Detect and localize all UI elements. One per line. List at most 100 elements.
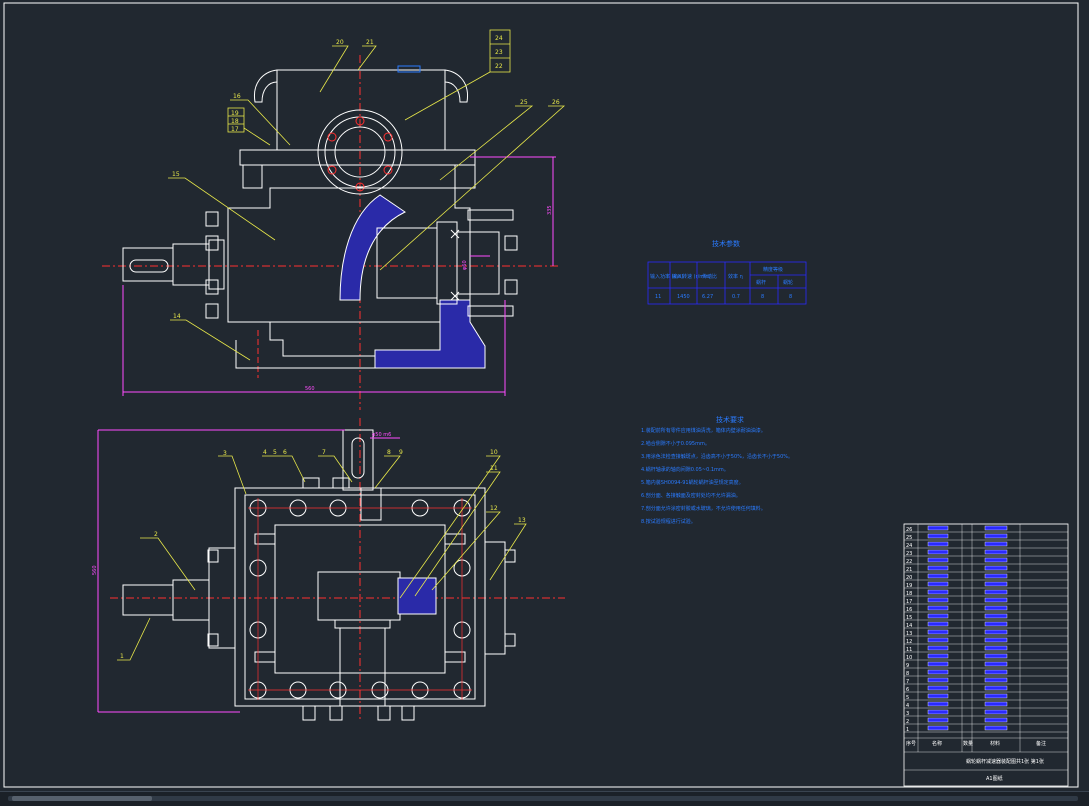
top-view-labels: 20 21 24 23 22 16 19 18 17 15 25 26 14 5… <box>172 35 560 392</box>
side-bolt <box>207 549 219 563</box>
flange-foot-left <box>242 165 263 189</box>
parts-row-number: 5 <box>906 695 909 701</box>
leader-3 <box>218 455 247 495</box>
parts-header-name: 名称 <box>932 740 942 747</box>
hatched-base-section <box>374 299 486 369</box>
parts-name-cell <box>927 629 949 635</box>
parts-material-cell <box>984 685 1008 691</box>
scrollbar-thumb[interactable] <box>12 796 152 801</box>
dimension-overall-width: 560 <box>305 386 315 392</box>
bearing-bore <box>334 126 386 178</box>
parts-row-number: 23 <box>906 551 912 557</box>
parts-name-cell <box>927 645 949 651</box>
balloon-21: 21 <box>366 39 374 46</box>
bolt-head <box>205 279 219 295</box>
leader-26 <box>379 105 566 271</box>
base-bolt <box>329 705 343 721</box>
requirement-5: 5.箱内装SH0094-91蜗轮蜗杆油至规定高度。 <box>641 479 744 486</box>
parts-row-number: 25 <box>906 535 912 541</box>
lifting-lug-left <box>253 69 278 103</box>
side-bolt <box>207 633 219 647</box>
balloon-13: 13 <box>518 517 526 524</box>
tech-requirements-title: 技术要求 <box>716 415 744 424</box>
base-bolt <box>401 705 415 721</box>
parts-material-cell <box>984 597 1008 603</box>
parts-row-number: 22 <box>906 559 912 565</box>
parts-row-number: 6 <box>906 687 909 693</box>
balloon-16: 16 <box>233 93 241 100</box>
housing-flange <box>244 494 476 700</box>
balloon-4: 4 <box>263 449 267 456</box>
bolt-hole <box>327 132 337 142</box>
worm-section <box>397 577 437 615</box>
horizontal-scrollbar[interactable] <box>0 791 1089 806</box>
param-header-efficiency: 效率 η <box>728 273 743 280</box>
housing-inner <box>274 524 446 674</box>
parts-row-number: 7 <box>906 679 909 685</box>
bolt-right <box>467 305 514 317</box>
parts-name-cell <box>927 669 949 675</box>
worm-shaft-section <box>376 227 438 299</box>
parts-material-cell <box>984 621 1008 627</box>
drawing-border <box>3 2 1079 788</box>
parts-material-cell <box>984 701 1008 707</box>
balloon-2: 2 <box>154 531 158 538</box>
balloon-5: 5 <box>273 449 277 456</box>
balloon-22: 22 <box>495 63 503 70</box>
worm-gear-body <box>317 571 401 621</box>
param-value-ratio: 6.27 <box>702 294 713 300</box>
base-bolt <box>302 705 316 721</box>
balloon-23: 23 <box>495 49 503 56</box>
parts-name-cell <box>927 605 949 611</box>
parts-row-number: 18 <box>906 591 912 597</box>
output-shaft <box>342 429 374 491</box>
bolt-hole <box>383 165 393 175</box>
bolt-hole <box>355 182 365 192</box>
parts-row-number: 13 <box>906 631 912 637</box>
dimension-shaft-diameter: φ50 m6 <box>372 432 391 438</box>
requirement-1: 1.装配前所有零件应用煤油清洗，箱体内壁涂耐油油漆。 <box>641 427 766 434</box>
parts-name-cell <box>927 541 949 547</box>
balloon-14: 14 <box>173 313 181 320</box>
shaft-step <box>172 243 210 286</box>
balloon-11: 11 <box>490 465 498 472</box>
parts-material-cell <box>984 541 1008 547</box>
lifting-lug-right <box>444 69 469 103</box>
table-frame <box>647 261 807 305</box>
balloon-1: 1 <box>120 653 124 660</box>
parts-row-number: 2 <box>906 719 909 725</box>
rib <box>444 651 466 663</box>
leader-11 <box>414 471 501 597</box>
balloon-12: 12 <box>490 505 498 512</box>
top-elevation-view <box>102 55 560 410</box>
param-value-wheel-grade: 8 <box>789 294 792 300</box>
parts-material-cell <box>984 629 1008 635</box>
bolt-head <box>205 211 219 227</box>
parts-list-grid <box>904 523 1068 771</box>
side-bolt <box>504 549 516 563</box>
parts-material-cell <box>984 677 1008 683</box>
parts-material-cell <box>984 565 1008 571</box>
parts-name-cell <box>927 637 949 643</box>
leader-10 <box>399 455 501 599</box>
dimension-height: 335 <box>547 205 553 215</box>
param-subheader-worm: 蜗杆 <box>756 279 766 286</box>
parts-row-number: 14 <box>906 623 912 629</box>
bottom-view-labels: 3 4 5 6 7 8 9 10 11 12 13 2 1 φ50 m6 560 <box>92 432 526 660</box>
parts-name-cell <box>927 597 949 603</box>
cover-bolt <box>302 477 320 489</box>
balloon-9: 9 <box>399 449 403 456</box>
bolt-pitch-lines <box>248 498 472 700</box>
tech-params-title: 技术参数 <box>712 239 740 248</box>
tech-params-grid <box>647 261 807 305</box>
hatched-worm-wheel-section <box>339 194 406 301</box>
bearing-housing-outer <box>317 109 403 195</box>
param-header-power: 输入功率 (kW) <box>650 273 683 280</box>
parts-name-cell <box>927 573 949 579</box>
scrollbar-track[interactable] <box>8 796 1078 801</box>
parts-name-cell <box>927 565 949 571</box>
balloon-15: 15 <box>172 171 180 178</box>
balloon-stack-22-24 <box>489 29 511 73</box>
parts-row-number: 19 <box>906 583 912 589</box>
